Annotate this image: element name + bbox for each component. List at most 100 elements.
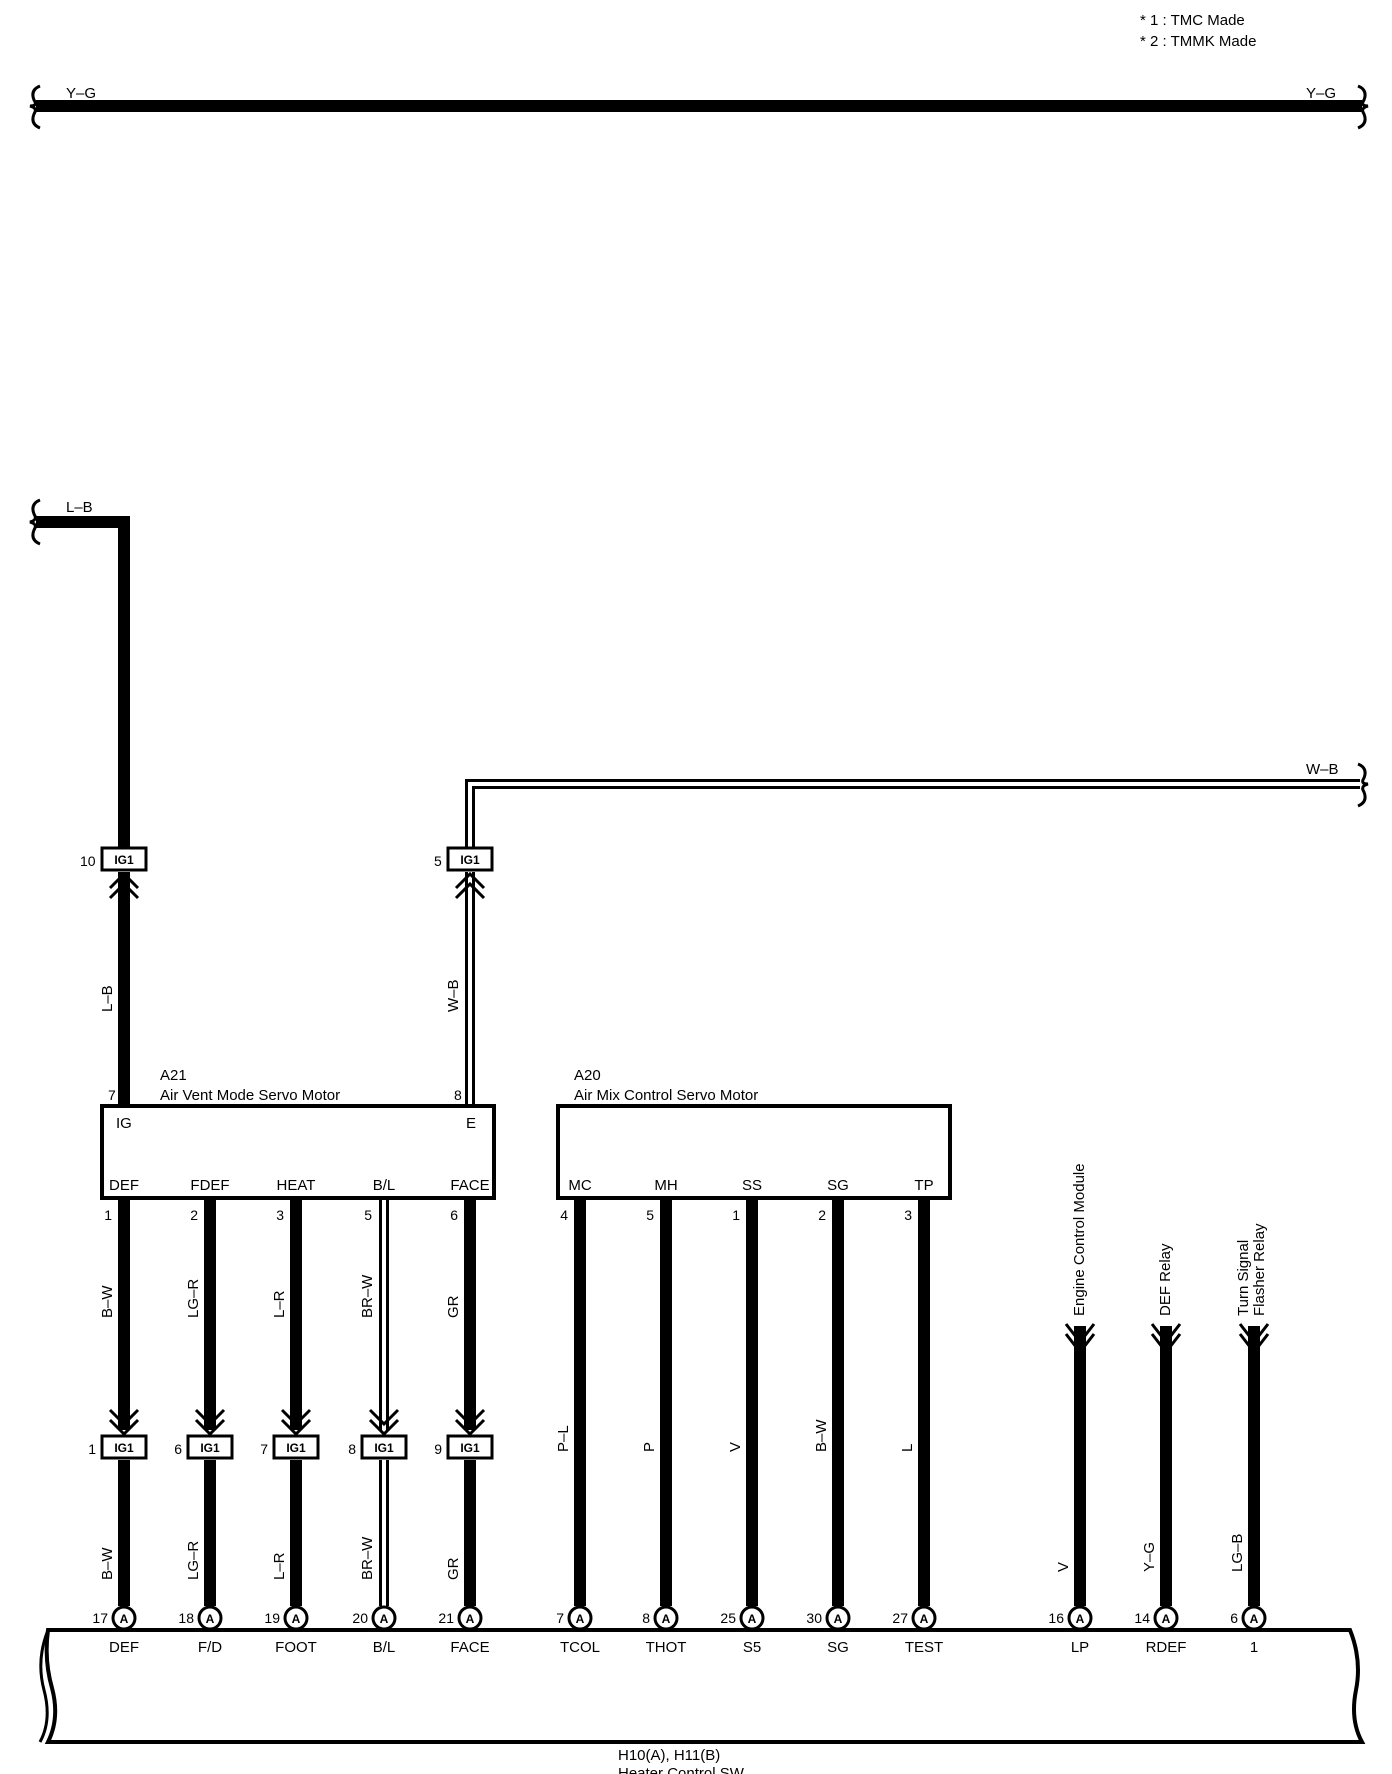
- a21-conn-label-1: IG1: [200, 1441, 220, 1455]
- a20-term-label-2: SS: [742, 1177, 762, 1194]
- a21-component: A21 Air Vent Mode Servo Motor 7 IG 8 E D…: [100, 1067, 496, 1223]
- top-wire-left-label: Y–G: [66, 85, 96, 102]
- ext-wire-color-0: V: [1055, 1562, 1072, 1572]
- heater-code: H10(A), H11(B): [618, 1747, 720, 1764]
- a20-term-pin-0: 4: [560, 1207, 568, 1223]
- h-pin-label-a20-4: TEST: [905, 1639, 943, 1656]
- h-pin-circle-a20-2: [739, 1605, 765, 1631]
- ext-dest-0-0: Engine Control Module: [1071, 1163, 1088, 1316]
- a21-conn-label-3: IG1: [374, 1441, 394, 1455]
- wb-vertical-label: W–B: [445, 979, 462, 1012]
- h-pin-label-a20-1: THOT: [646, 1639, 687, 1656]
- a21-conn-box-4: [446, 1434, 494, 1460]
- h-pin-number-ext-1: 14: [1134, 1610, 1150, 1626]
- h-pin-circle-ext-1: [1153, 1605, 1179, 1631]
- a20-component: A20 Air Mix Control Servo Motor MC4MH5SS…: [556, 1067, 952, 1223]
- wire-l-b-label: L–B: [66, 499, 93, 516]
- a21-wire-color-4: GR: [445, 1295, 462, 1318]
- h-pin-number-a21-4: 21: [438, 1610, 454, 1626]
- h-pin-number-a21-2: 19: [264, 1610, 280, 1626]
- h-pin-letter-a20-1: A: [662, 1612, 671, 1626]
- a21-conn-pin-3: 8: [348, 1441, 356, 1457]
- a20-term-pin-4: 3: [904, 1207, 912, 1223]
- h-pin-letter-a21-3: A: [380, 1612, 389, 1626]
- a20-name: Air Mix Control Servo Motor: [574, 1087, 758, 1104]
- h-pin-letter-ext-1: A: [1162, 1612, 1171, 1626]
- ext-dest-2-1: Flasher Relay: [1251, 1223, 1268, 1316]
- a21-conn-label-0: IG1: [114, 1441, 134, 1455]
- a21-conn-pin-2: 7: [260, 1441, 268, 1457]
- a21-conn-box-0: [100, 1434, 148, 1460]
- h-pin-letter-a21-0: A: [120, 1612, 129, 1626]
- ext-arrow-1: [1150, 1323, 1182, 1355]
- note-tmmk: * 2 : TMMK Made: [1140, 33, 1256, 50]
- a21-arrow-0: [108, 1408, 140, 1437]
- h-pin-number-a20-0: 7: [556, 1610, 564, 1626]
- lb-connector-label: IG1: [114, 853, 134, 867]
- h-pin-circle-a21-4: [457, 1605, 483, 1631]
- h-pin-circle-a21-2: [283, 1605, 309, 1631]
- ext-wire-color-1: Y–G: [1141, 1542, 1158, 1572]
- a20-term-pin-1: 5: [646, 1207, 654, 1223]
- lb-vertical-label: L–B: [99, 985, 116, 1012]
- h-pin-letter-ext-0: A: [1076, 1612, 1085, 1626]
- lb-connector-pin: 10: [80, 853, 96, 869]
- ext-dest-1-0: DEF Relay: [1157, 1243, 1174, 1316]
- h-pin-letter-a21-4: A: [466, 1612, 475, 1626]
- h-pin-circle-a21-0: [111, 1605, 137, 1631]
- h-pin-circle-a21-3: [371, 1605, 397, 1631]
- a21-term-label-0: DEF: [109, 1177, 139, 1194]
- a21-code: A21: [160, 1067, 187, 1084]
- h-pin-letter-ext-2: A: [1250, 1612, 1259, 1626]
- a21-arrow-3: [368, 1408, 400, 1437]
- h-pin-number-a20-2: 25: [720, 1610, 736, 1626]
- h-pin-letter-a21-1: A: [206, 1612, 215, 1626]
- a21-term-label-1: FDEF: [190, 1177, 229, 1194]
- h-pin-letter-a20-3: A: [834, 1612, 843, 1626]
- a21-lower-wire-color-3: BR–W: [359, 1536, 376, 1580]
- a21-wire-color-3: BR–W: [359, 1274, 376, 1318]
- h-pin-label-ext-0: LP: [1071, 1639, 1089, 1656]
- wb-connector-pin: 5: [434, 853, 442, 869]
- a20-term-label-3: SG: [827, 1177, 849, 1194]
- a21-conn-label-2: IG1: [286, 1441, 306, 1455]
- h-pin-number-a20-3: 30: [806, 1610, 822, 1626]
- a21-conn-box-3: [360, 1434, 408, 1460]
- a21-e-pin: 8: [454, 1087, 462, 1103]
- h-pin-letter-a20-0: A: [576, 1612, 585, 1626]
- h-pin-label-a21-4: FACE: [450, 1639, 489, 1656]
- h-pin-label-a21-0: DEF: [109, 1639, 139, 1656]
- h-pin-circle-ext-0: [1067, 1605, 1093, 1631]
- a20-code: A20: [574, 1067, 601, 1084]
- a21-conn-box-2: [272, 1434, 320, 1460]
- a21-conn-box-1: [186, 1434, 234, 1460]
- h-pin-number-a21-0: 17: [92, 1610, 108, 1626]
- h-pin-label-a21-2: FOOT: [275, 1639, 317, 1656]
- h-pin-number-ext-0: 16: [1048, 1610, 1064, 1626]
- a21-conn-pin-1: 6: [174, 1441, 182, 1457]
- a21-arrow-1: [194, 1408, 226, 1437]
- a20-wire-color-2: V: [727, 1442, 744, 1452]
- h-pin-number-ext-2: 6: [1230, 1610, 1238, 1626]
- a21-wire-color-1: LG–R: [185, 1279, 202, 1318]
- h-pin-label-ext-2: 1: [1250, 1639, 1258, 1656]
- a21-term-pin-4: 6: [450, 1207, 458, 1223]
- a21-lower-wire-color-1: LG–R: [185, 1541, 202, 1580]
- h-pin-circle-a20-1: [653, 1605, 679, 1631]
- h-pin-letter-a21-2: A: [292, 1612, 301, 1626]
- a20-term-label-0: MC: [568, 1177, 591, 1194]
- a21-term-label-2: HEAT: [277, 1177, 316, 1194]
- a21-lower-wire-color-4: GR: [445, 1557, 462, 1580]
- a21-term-pin-1: 2: [190, 1207, 198, 1223]
- a21-conn-pin-4: 9: [434, 1441, 442, 1457]
- a21-conn-pin-0: 1: [88, 1441, 96, 1457]
- note-tmc: * 1 : TMC Made: [1140, 12, 1245, 29]
- a21-wire-color-2: L–R: [271, 1290, 288, 1318]
- top-wire-right-label: Y–G: [1306, 85, 1336, 102]
- h-pin-label-a20-2: S5: [743, 1639, 761, 1656]
- a21-term-pin-3: 5: [364, 1207, 372, 1223]
- h-pin-letter-a20-4: A: [920, 1612, 929, 1626]
- h-pin-label-a21-3: B/L: [373, 1639, 396, 1656]
- h-pin-label-ext-1: RDEF: [1146, 1639, 1187, 1656]
